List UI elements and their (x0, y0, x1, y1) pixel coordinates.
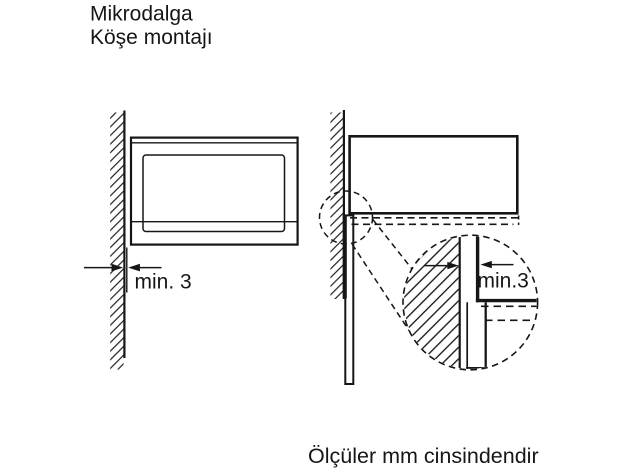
arrow-right-head-icon (447, 261, 459, 270)
page-title-line1: Mikrodalga (90, 3, 193, 26)
dimension-min3-detail: min.3 (424, 260, 529, 293)
callout-connector-bottom (351, 243, 410, 331)
arrow-right-head-icon (111, 263, 124, 272)
left-diagram: min. 3 (84, 110, 299, 370)
wall-hatch-area (110, 112, 124, 370)
callout-connector-top (372, 219, 413, 270)
page-title-line2: Köşe montajı (90, 26, 213, 49)
cabinet-bottom-dashed-lines (350, 215, 520, 226)
wall-hatch-area (330, 112, 344, 299)
clearance-label-left: min. 3 (135, 271, 192, 294)
wall-hatch-right (330, 110, 345, 299)
footer-note: Ölçüler mm cinsindendir (308, 444, 539, 468)
right-diagram: min.3 (318, 110, 539, 385)
detail-wall-hatch (403, 236, 459, 369)
dimension-min3-left: min. 3 (84, 247, 192, 294)
callout-source-circle (318, 190, 374, 245)
cabinet-box (348, 135, 519, 215)
side-panel (344, 214, 355, 385)
arrow-left-head-icon (128, 263, 140, 272)
microwave-body (129, 136, 299, 246)
clearance-label-detail: min.3 (478, 270, 529, 293)
panel-wall-contact-bar (342, 214, 347, 299)
microwave-outline (129, 136, 299, 246)
arrow-left-head-icon (480, 260, 492, 269)
wall-hatch-left (110, 110, 126, 370)
microwave-door (142, 154, 286, 233)
